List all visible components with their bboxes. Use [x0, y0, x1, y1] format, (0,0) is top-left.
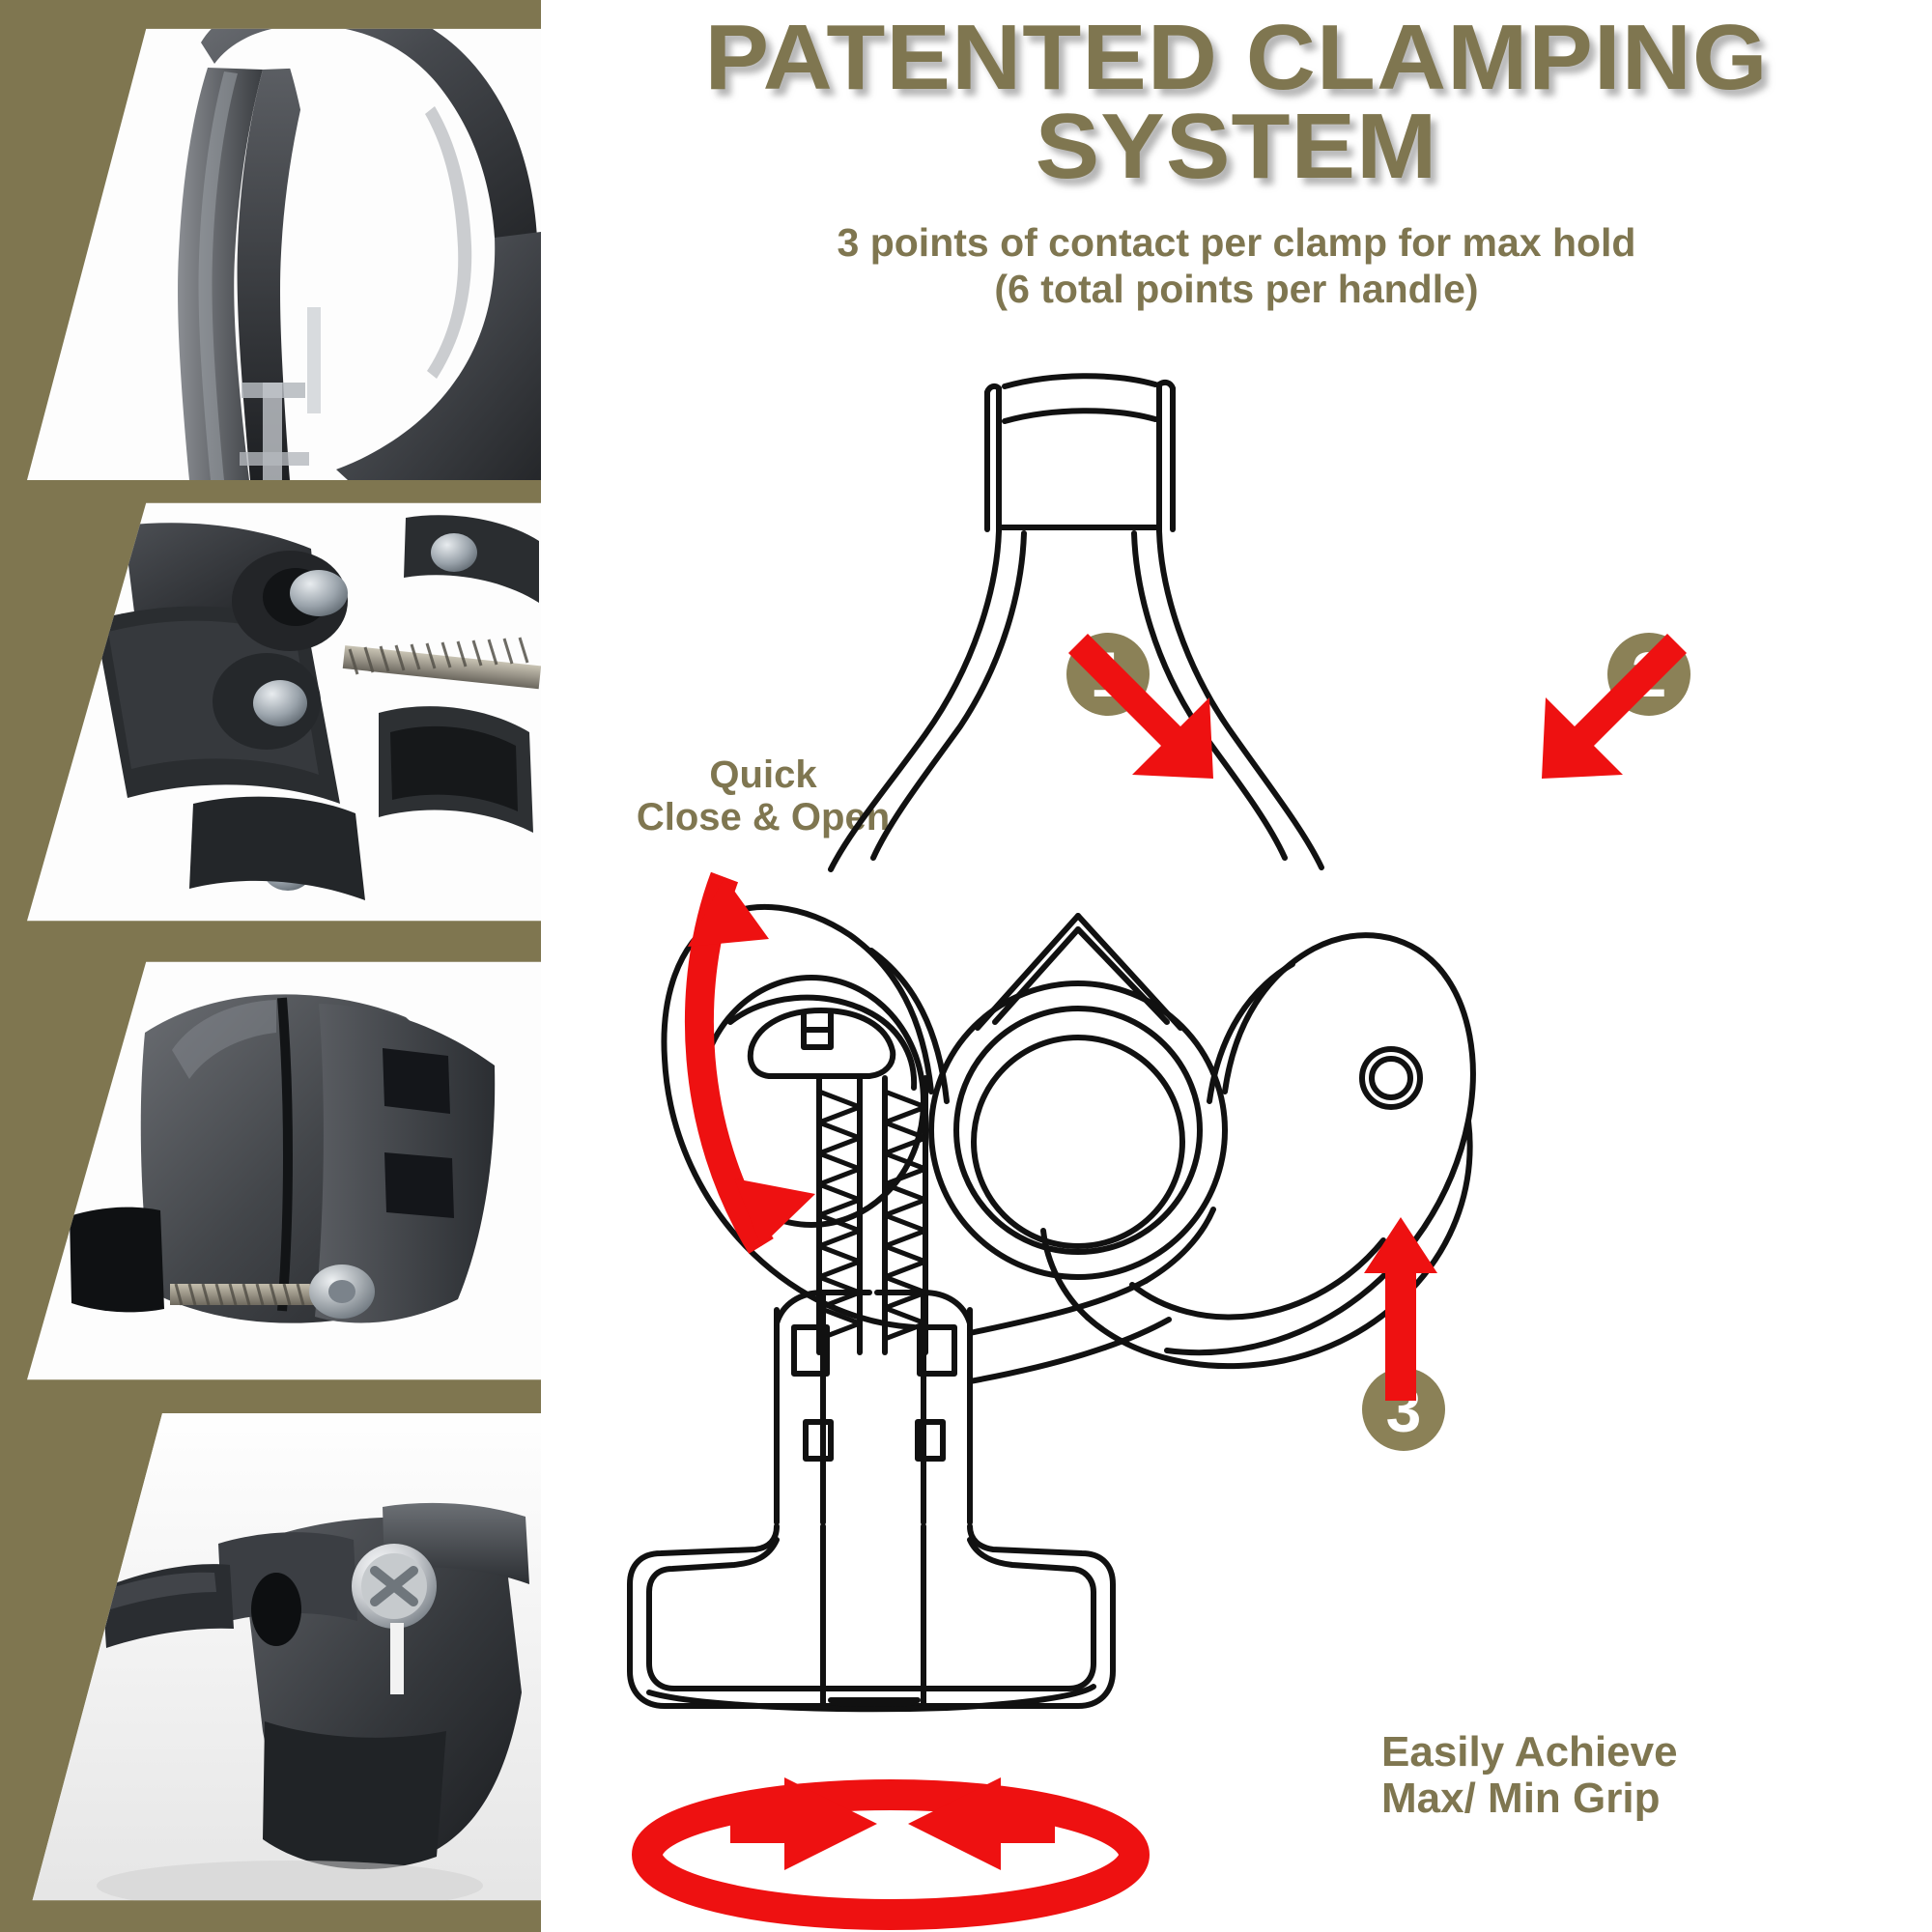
- subtitle-line-1: 3 points of contact per clamp for max ho…: [837, 220, 1636, 265]
- photo-cell-1: [0, 0, 541, 480]
- max-min-grip-label: Easily Achieve Max/ Min Grip: [1381, 1728, 1884, 1823]
- header: PATENTED CLAMPING SYSTEM 3 points of con…: [541, 0, 1932, 348]
- photo-cell-3: [0, 944, 541, 1398]
- photo-rail: [0, 0, 541, 1932]
- subtitle: 3 points of contact per clamp for max ho…: [541, 220, 1932, 312]
- clamp-pivot-screw-photo: [32, 1412, 541, 1901]
- quick-close-open-label: Quick Close & Open: [618, 753, 908, 838]
- photo-cell-2: [0, 485, 541, 939]
- grip-label-line-2: Max/ Min Grip: [1381, 1775, 1661, 1823]
- red-arrow-group: [1068, 634, 1687, 1401]
- clamp-jaw-closeup-photo: [27, 961, 541, 1380]
- quick-label-line-1: Quick: [709, 753, 817, 796]
- clamp-screw-hardware-photo: [27, 502, 541, 922]
- quick-label-line-2: Close & Open: [636, 796, 891, 838]
- page-title: PATENTED CLAMPING SYSTEM: [541, 8, 1932, 196]
- rotation-ellipse-arrow-icon: [632, 1777, 1150, 1930]
- photo-cell-4: [0, 1403, 541, 1932]
- clamp-fork-detail-photo: [27, 28, 541, 480]
- grip-label-line-1: Easily Achieve: [1381, 1728, 1678, 1776]
- curved-double-arrow-icon: [685, 871, 815, 1254]
- title-line-2: SYSTEM: [1032, 95, 1440, 199]
- title-line-1: PATENTED CLAMPING: [701, 6, 1771, 109]
- clamp-line-diagram: [541, 328, 1932, 1932]
- subtitle-line-2: (6 total points per handle): [994, 266, 1479, 311]
